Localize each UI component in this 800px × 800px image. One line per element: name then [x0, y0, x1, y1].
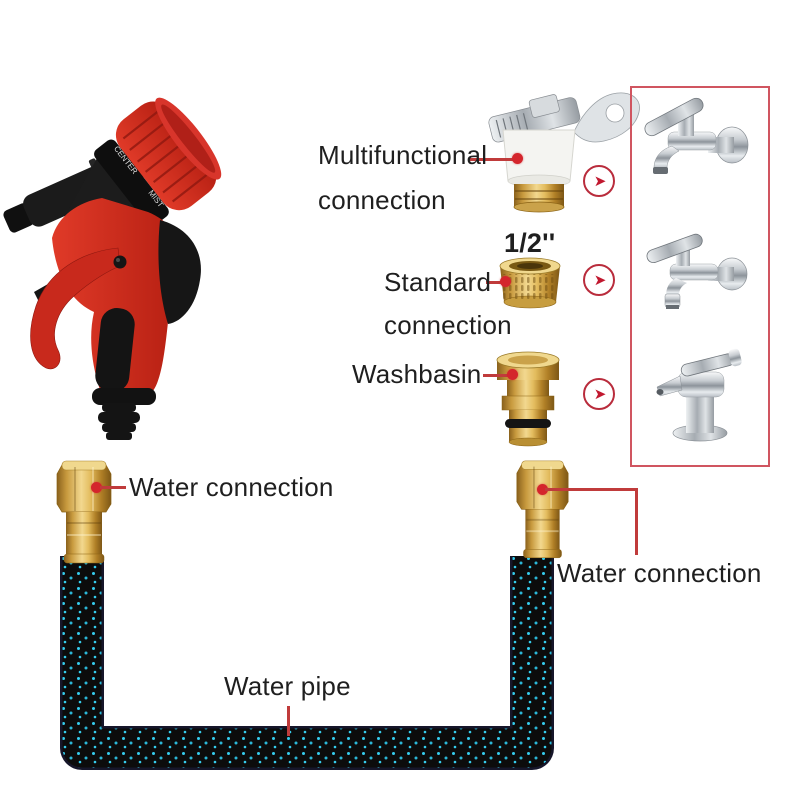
faucet-options-box — [630, 86, 770, 467]
leader-line-water-pipe — [287, 706, 290, 736]
water-connection-right-fitting-image — [516, 460, 569, 559]
wall-faucet-1-image — [644, 97, 749, 174]
label-multifunctional-line2: connection — [318, 185, 446, 215]
label-standard-size: 1/2'' — [504, 228, 556, 258]
water-pipe-hose-image — [60, 556, 554, 770]
wall-faucet-2-image — [646, 233, 748, 309]
arrow-glyph: ➤ — [593, 384, 607, 403]
water-connection-left-fitting-image — [56, 460, 112, 564]
multifunctional-fitting-image — [488, 92, 640, 213]
red-arrow-icon: ➤ — [583, 264, 615, 296]
label-standard-line1: Standard — [384, 267, 492, 297]
leader-line-multifunctional — [470, 158, 518, 161]
label-water-connection-right: Water connection — [557, 558, 762, 588]
leader-dot-water-connection-left — [91, 482, 102, 493]
leader-line-standard — [486, 281, 508, 284]
leader-dot-standard — [500, 276, 511, 287]
red-arrow-icon: ➤ — [583, 378, 615, 410]
standard-fitting-image — [499, 257, 561, 309]
leader-dot-multifunctional — [512, 153, 523, 164]
leader-dot-water-connection-right — [537, 484, 548, 495]
label-standard-line2: connection — [384, 310, 512, 340]
leader-line-water-connection-left — [100, 486, 126, 489]
basin-faucet-image — [656, 348, 742, 442]
spray-gun-image: CENTER MIST — [3, 97, 222, 440]
label-water-pipe: Water pipe — [224, 671, 351, 701]
leader-dot-washbasin — [507, 369, 518, 380]
leader-line-water-connection-right-h — [545, 488, 638, 491]
label-washbasin: Washbasin — [352, 359, 482, 389]
leader-line-water-connection-right-v — [635, 488, 638, 555]
red-arrow-icon: ➤ — [583, 165, 615, 197]
leader-line-washbasin — [483, 374, 515, 377]
label-multifunctional-line1: Multifunctional — [318, 140, 488, 170]
arrow-glyph: ➤ — [593, 270, 607, 289]
washbasin-fitting-image — [496, 351, 560, 447]
label-water-connection-left: Water connection — [129, 472, 334, 502]
arrow-glyph: ➤ — [593, 171, 607, 190]
